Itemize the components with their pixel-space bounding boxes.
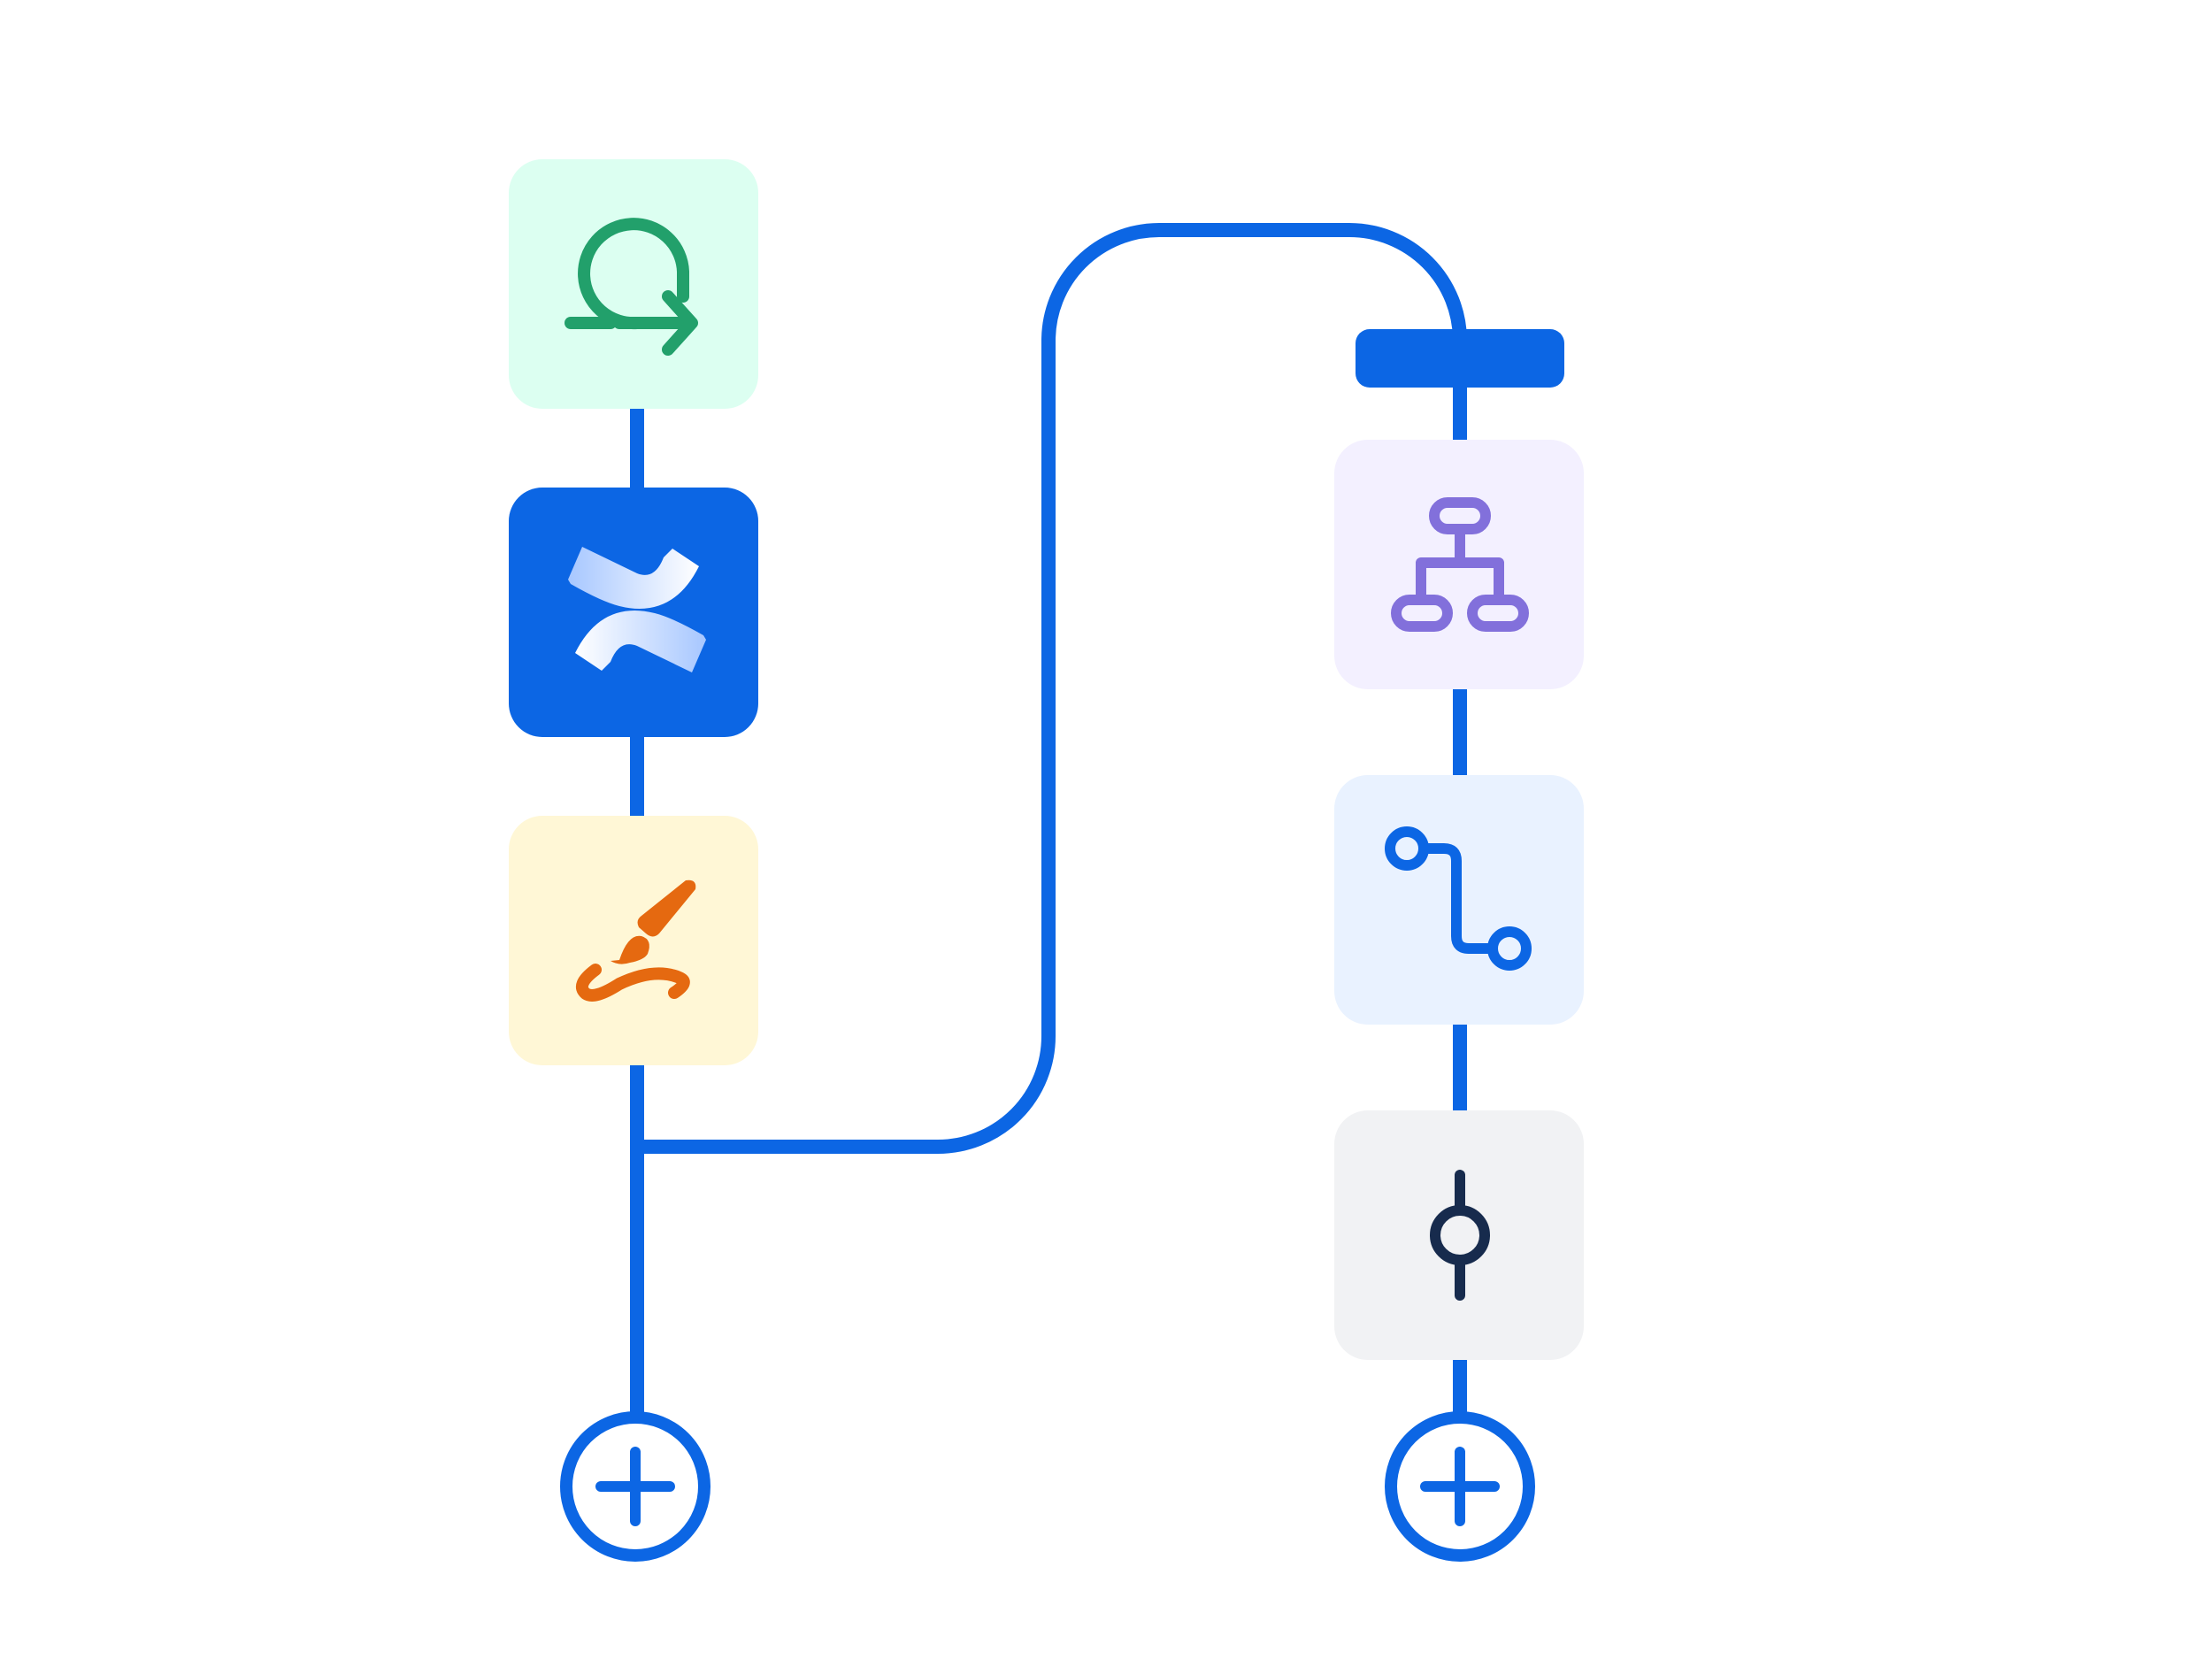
add-step-button-left[interactable] [560, 1411, 710, 1562]
tile-background [509, 159, 758, 409]
commit-icon [1430, 1170, 1490, 1301]
tile-background [1334, 1110, 1584, 1360]
node-commit[interactable] [1334, 1110, 1584, 1360]
add-step-button-right[interactable] [1385, 1411, 1535, 1562]
connector-branch-path [637, 223, 1467, 1154]
confluence-logo-icon [568, 547, 706, 672]
node-loop[interactable] [509, 159, 758, 409]
node-route[interactable] [1334, 775, 1584, 1025]
loop-arrow-icon [565, 218, 698, 356]
branch-bar [1356, 329, 1564, 388]
plus-icon [595, 1447, 675, 1526]
route-icon [1385, 826, 1532, 971]
paintbrush-icon [611, 879, 696, 964]
node-confluence[interactable] [509, 488, 758, 737]
node-hierarchy[interactable] [1334, 440, 1584, 689]
plus-icon [1420, 1447, 1500, 1526]
node-paint[interactable] [509, 816, 758, 1065]
paint-stroke [575, 964, 690, 1002]
hierarchy-icon [1391, 497, 1529, 632]
